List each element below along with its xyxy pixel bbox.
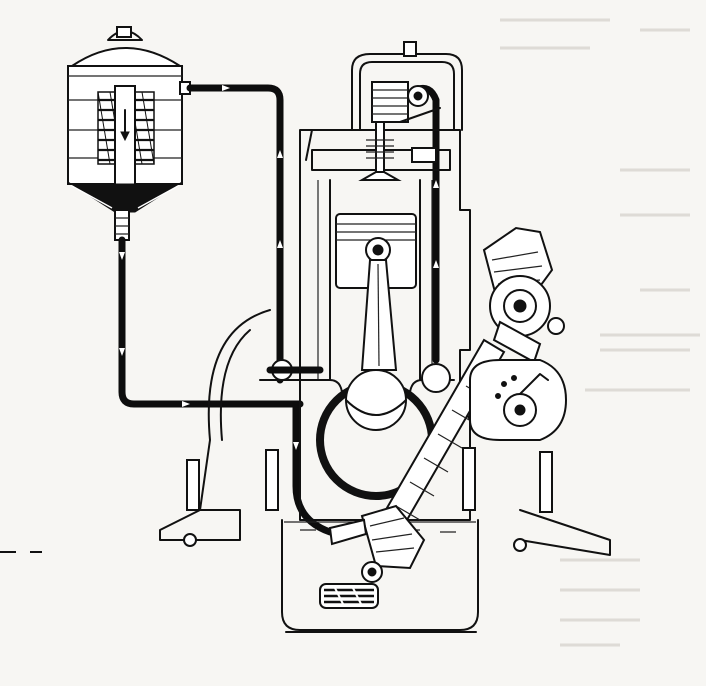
cylinder-head bbox=[305, 41, 463, 181]
valve bbox=[358, 121, 402, 181]
engine-block bbox=[159, 129, 611, 556]
oil-feed-pipe bbox=[118, 84, 304, 408]
connecting-rod bbox=[360, 259, 398, 371]
show-through-background bbox=[500, 18, 700, 647]
oil-filter bbox=[67, 26, 191, 241]
crankshaft bbox=[259, 359, 455, 500]
distributor bbox=[482, 226, 565, 364]
rocker-shaft bbox=[371, 81, 441, 123]
piston bbox=[335, 213, 417, 289]
oil-pickup-strainer bbox=[319, 583, 379, 609]
pulley bbox=[469, 359, 568, 441]
